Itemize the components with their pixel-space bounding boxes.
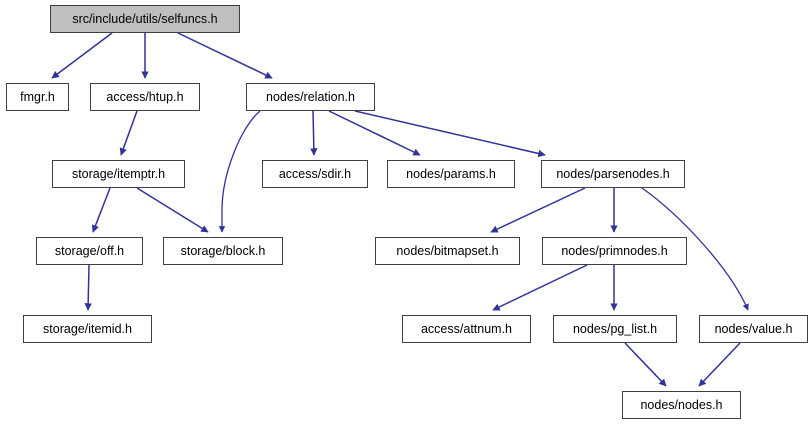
graph-node-label: fmgr.h [20, 89, 55, 104]
graph-node-label: nodes/pg_list.h [572, 321, 658, 336]
graph-node-params[interactable]: nodes/params.h [387, 160, 515, 188]
graph-node-label: storage/off.h [54, 243, 125, 258]
graph-edge [641, 187, 749, 311]
graph-node-label: nodes/relation.h [266, 89, 355, 104]
graph-edge [51, 32, 113, 79]
graph-node-label: nodes/value.h [714, 321, 793, 336]
graph-node-label: access/sdir.h [278, 166, 352, 181]
graph-node-label: nodes/bitmapset.h [396, 243, 499, 258]
graph-node-itemid[interactable]: storage/itemid.h [23, 315, 152, 343]
graph-node-pglist[interactable]: nodes/pg_list.h [553, 315, 677, 343]
graph-edge [698, 342, 741, 387]
graph-node-bitmapset[interactable]: nodes/bitmapset.h [375, 237, 520, 265]
graph-node-label: src/include/utils/selfuncs.h [72, 11, 218, 26]
graph-node-label: nodes/parsenodes.h [556, 166, 670, 181]
graph-node-label: nodes/primnodes.h [561, 243, 668, 258]
graph-node-selfuncs[interactable]: src/include/utils/selfuncs.h [50, 5, 240, 33]
graph-node-block[interactable]: storage/block.h [163, 237, 283, 265]
graph-edge [119, 110, 138, 156]
graph-edge [624, 342, 667, 387]
graph-node-relation[interactable]: nodes/relation.h [246, 83, 375, 111]
graph-node-label: access/htup.h [106, 89, 184, 104]
graph-edge [354, 110, 546, 158]
graph-node-htup[interactable]: access/htup.h [90, 83, 200, 111]
graph-node-label: access/attnum.h [420, 321, 512, 336]
graph-edge [310, 110, 318, 156]
graph-node-sdir[interactable]: access/sdir.h [262, 160, 368, 188]
graph-node-label: nodes/nodes.h [640, 397, 723, 412]
graph-edge [84, 264, 92, 311]
graph-node-value[interactable]: nodes/value.h [699, 315, 808, 343]
graph-edge [177, 32, 273, 79]
graph-edge [490, 187, 586, 233]
graph-node-fmgr[interactable]: fmgr.h [6, 83, 69, 111]
graph-edge [136, 187, 209, 233]
graph-node-itemptr[interactable]: storage/itemptr.h [52, 160, 185, 188]
graph-edge [218, 110, 261, 233]
graph-node-label: storage/block.h [180, 243, 266, 258]
graph-node-attnum[interactable]: access/attnum.h [402, 315, 531, 343]
graph-edge [328, 110, 421, 156]
graph-edge [492, 264, 588, 311]
graph-node-label: storage/itemid.h [43, 321, 132, 336]
graph-edge [91, 187, 111, 233]
graph-node-nodes[interactable]: nodes/nodes.h [622, 391, 741, 419]
graph-node-off[interactable]: storage/off.h [36, 237, 143, 265]
graph-node-label: nodes/params.h [406, 166, 496, 181]
graph-node-label: storage/itemptr.h [71, 166, 166, 181]
graph-node-primnodes[interactable]: nodes/primnodes.h [542, 237, 687, 265]
graph-node-parsenodes[interactable]: nodes/parsenodes.h [541, 160, 685, 188]
